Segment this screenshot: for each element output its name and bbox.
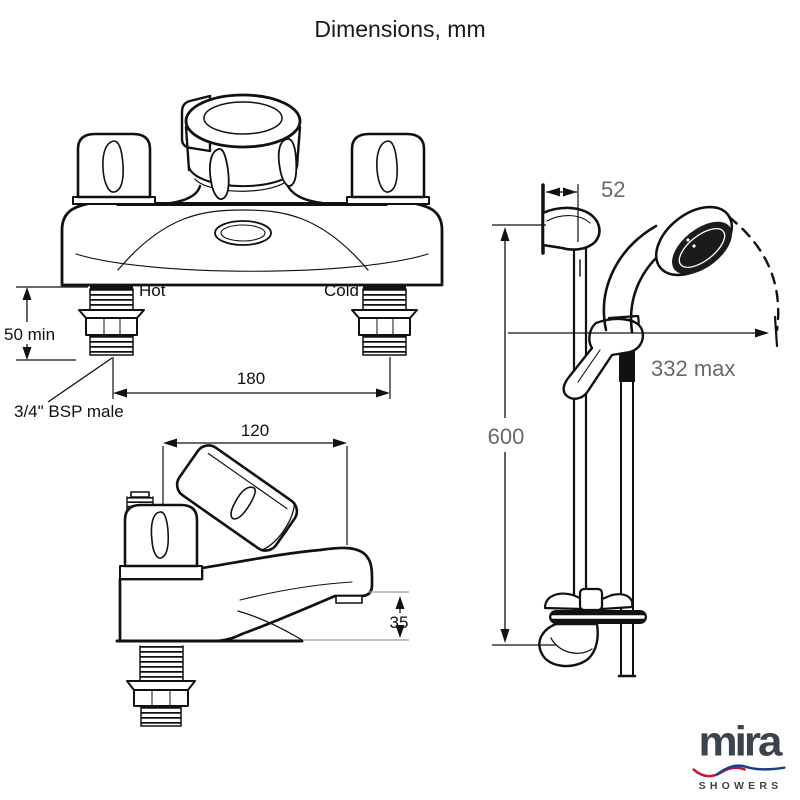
diverter-knob <box>162 93 324 206</box>
side-view-drawing <box>115 444 374 727</box>
bracket-offset-dimension: 52 <box>601 177 625 202</box>
front-view-drawing <box>60 93 444 356</box>
cold-handle <box>346 132 430 205</box>
logo-waves-icon <box>692 764 786 778</box>
front-view-dimensions <box>16 286 391 403</box>
shower-handset <box>602 205 734 334</box>
shower-rail-drawing <box>538 183 780 678</box>
side-hose-connector <box>126 491 154 511</box>
depth-dimension: 120 <box>241 421 269 440</box>
side-inlet-tail <box>126 645 196 727</box>
hot-inlet-tail <box>78 285 145 356</box>
inlet-centres-dimension: 180 <box>237 369 265 388</box>
shower-hose <box>617 331 637 678</box>
rail-dimensions <box>492 184 769 646</box>
cold-label: Cold <box>324 281 359 300</box>
side-diverter-knob <box>175 444 299 552</box>
rail-length-dimension: 600 <box>488 424 525 449</box>
hot-label: Hot <box>139 281 166 300</box>
handset-swivel-arc <box>727 215 780 332</box>
mira-wordmark: mira <box>698 718 783 765</box>
cold-inlet-tail <box>351 285 418 356</box>
handset-reach-dimension: 332 max <box>651 356 735 381</box>
thread-note-label: 3/4" BSP male <box>14 402 124 421</box>
mira-logo: mira SHOWERS <box>688 718 790 792</box>
page-title: Dimensions, mm <box>314 16 486 42</box>
deck-min-dimension: 50 min <box>4 325 55 344</box>
side-handle <box>119 503 203 580</box>
spout-height-dimension: 35 <box>390 613 409 632</box>
hot-handle <box>72 132 156 205</box>
bottom-bracket <box>538 587 647 668</box>
side-view-dimensions <box>162 438 409 641</box>
logo-tagline: SHOWERS <box>698 780 783 792</box>
wall-bracket <box>541 183 601 255</box>
handset-holder <box>562 317 644 400</box>
